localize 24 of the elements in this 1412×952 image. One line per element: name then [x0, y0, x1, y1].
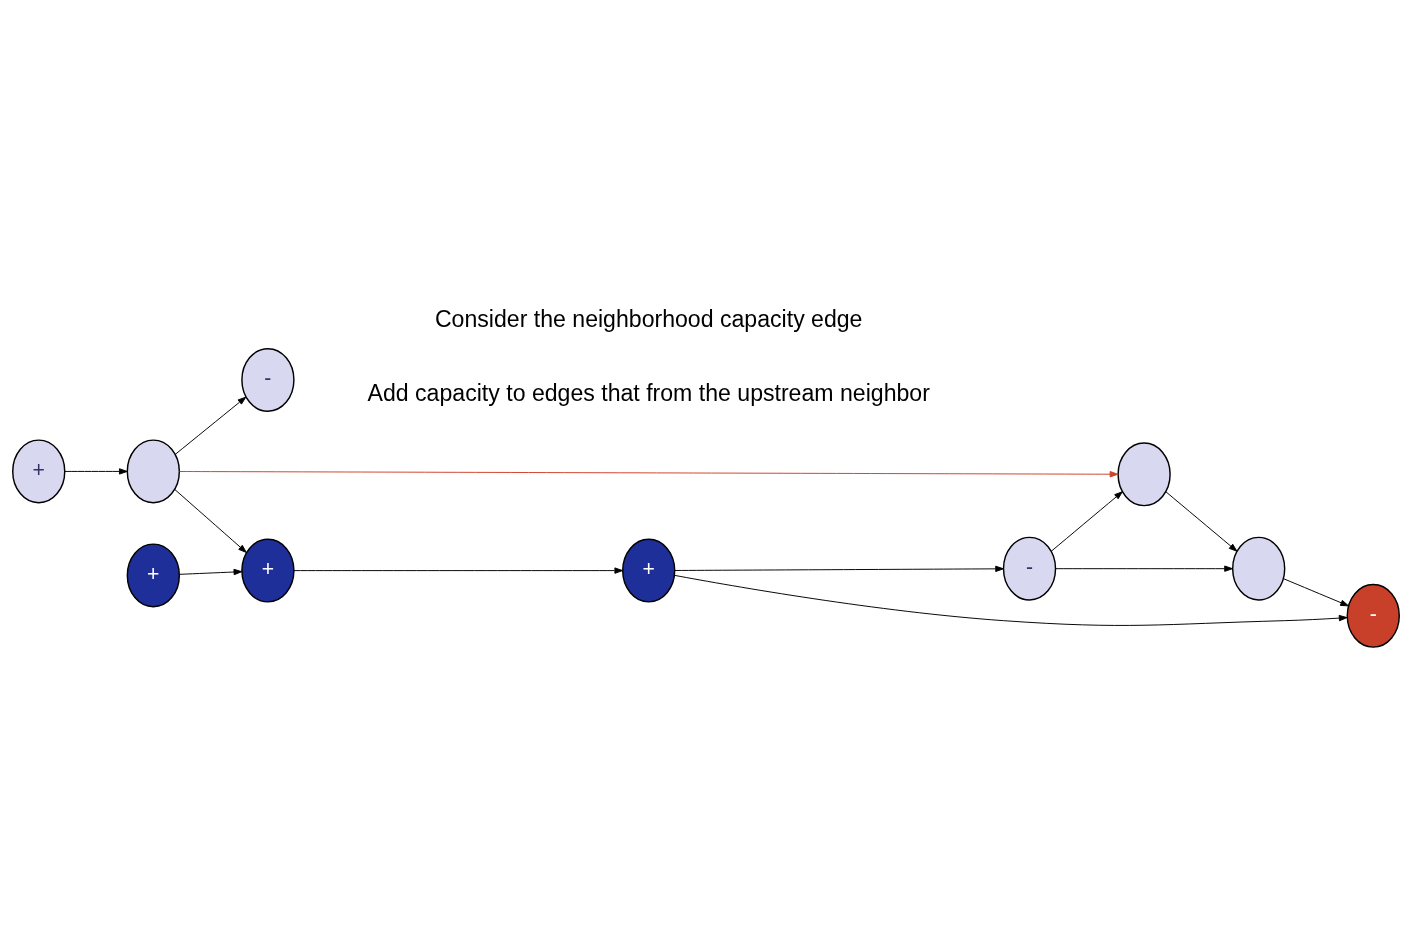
node-ellipse: - [241, 347, 295, 412]
arrow [673, 574, 1348, 626]
arrow [674, 565, 1004, 572]
node-circle [126, 439, 181, 504]
arrow [174, 488, 247, 553]
arrow [293, 567, 624, 574]
arrow [1283, 578, 1349, 607]
arrow [174, 396, 247, 455]
node-ellipse: - [1346, 583, 1400, 648]
arrow [1055, 565, 1233, 572]
arrow [1050, 491, 1123, 552]
node-ellipse: + [12, 439, 66, 504]
label: Consider the neighborhood capacity edge [434, 306, 863, 333]
label: Add capacity to edges that from the upstream neighbor [367, 380, 930, 407]
node-circle [1117, 442, 1171, 507]
arrow [179, 471, 1119, 478]
arrow [1165, 491, 1238, 552]
arrow [179, 568, 243, 576]
node-ellipse: + [622, 538, 676, 603]
node-ellipse: - [1002, 536, 1057, 601]
node-circle [1231, 536, 1286, 601]
node-ellipse: + [241, 538, 295, 603]
node-ellipse: + [126, 543, 181, 608]
arrow [64, 468, 128, 475]
